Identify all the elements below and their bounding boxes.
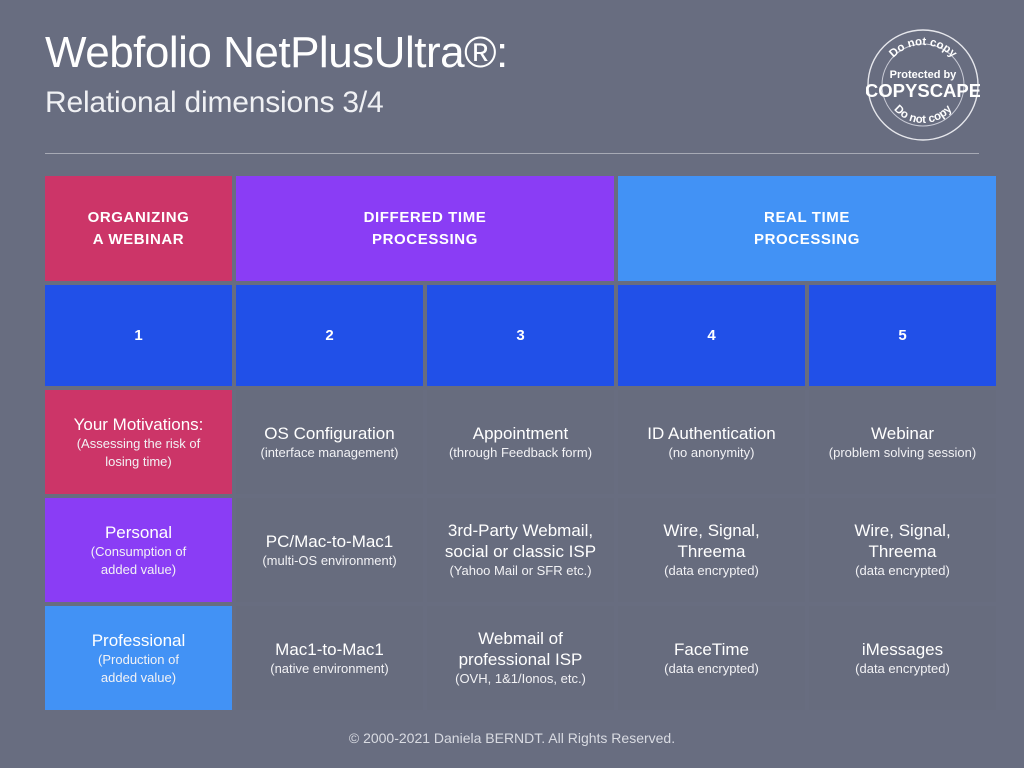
cell-main-2: social or classic ISP [444, 542, 597, 562]
header-line-1: ORGANIZING [87, 208, 190, 226]
table-header-differed-time-processing: DIFFERED TIME PROCESSING [236, 176, 614, 281]
row-label-sub-1: (Production of [98, 652, 179, 668]
cell-main-1: ID Authentication [647, 423, 776, 443]
row-label-sub-1: (Assessing the risk of [76, 436, 201, 452]
table-row: FaceTime (data encrypted) [618, 606, 805, 710]
table-header-real-time-processing: REAL TIME PROCESSING [618, 176, 996, 281]
relational-dimensions-table: ORGANIZING A WEBINAR DIFFERED TIME PROCE… [45, 176, 996, 710]
cell-main-1: Appointment [472, 423, 569, 443]
column-number-3: 3 [427, 285, 614, 386]
badge-top-arc-text: Do not copy [887, 36, 959, 61]
row-label-personal: Personal (Consumption of added value) [45, 498, 232, 602]
table-row: iMessages (data encrypted) [809, 606, 996, 710]
row-label-main: Personal [104, 523, 173, 543]
table-row: Webinar (problem solving session) [809, 390, 996, 494]
cell-sub-1: (data encrypted) [664, 563, 759, 579]
table-row: 3rd-Party Webmail, social or classic ISP… [427, 498, 614, 602]
table-header-organizing-a-webinar: ORGANIZING A WEBINAR [45, 176, 232, 281]
row-label-sub-2: losing time) [105, 453, 172, 469]
cell-main-1: 3rd-Party Webmail, [447, 521, 594, 541]
cell-sub-1: (Yahoo Mail or SFR etc.) [449, 563, 592, 579]
table-row: Wire, Signal, Threema (data encrypted) [809, 498, 996, 602]
svg-text:Do not copy: Do not copy [887, 36, 959, 61]
table-row: PC/Mac-to-Mac1 (multi-OS environment) [236, 498, 423, 602]
cell-main-1: Mac1-to-Mac1 [275, 639, 384, 659]
cell-sub-1: (through Feedback form) [448, 444, 593, 460]
cell-main-1: OS Configuration [264, 423, 395, 443]
cell-main-1: Wire, Signal, [854, 521, 951, 541]
cell-main-1: PC/Mac-to-Mac1 [265, 531, 394, 551]
table-row: Wire, Signal, Threema (data encrypted) [618, 498, 805, 602]
table-row: Mac1-to-Mac1 (native environment) [236, 606, 423, 710]
column-number-4: 4 [618, 285, 805, 386]
header-line-2: PROCESSING [753, 230, 861, 248]
table-row: ID Authentication (no anonymity) [618, 390, 805, 494]
row-label-your-motivations: Your Motivations: (Assessing the risk of… [45, 390, 232, 494]
svg-text:Do not copy: Do not copy [892, 103, 955, 126]
cell-main-1: Wire, Signal, [663, 521, 760, 541]
copyright-footer: © 2000-2021 Daniela BERNDT. All Rights R… [348, 730, 676, 746]
row-label-sub-1: (Consumption of [90, 544, 187, 560]
header: Webfolio NetPlusUltra®: Relational dimen… [45, 28, 979, 122]
copyscape-badge: Do not copy Do not copy Protected by COP… [866, 28, 980, 142]
column-number-1: 1 [45, 285, 232, 386]
badge-protected-by-text: Protected by [890, 69, 958, 81]
page-subtitle: Relational dimensions 3/4 [45, 86, 384, 120]
row-label-main: Your Motivations: [73, 415, 204, 435]
cell-sub-1: (interface management) [260, 444, 399, 460]
cell-sub-1: (multi-OS environment) [262, 552, 397, 568]
cell-sub-1: (native environment) [270, 660, 389, 676]
cell-main-1: Webmail of [478, 629, 563, 649]
header-divider [45, 153, 979, 154]
table-row: Webmail of professional ISP (OVH, 1&1/Io… [427, 606, 614, 710]
header-line-1: DIFFERED TIME [363, 208, 487, 226]
cell-sub-1: (problem solving session) [828, 444, 977, 460]
cell-main-1: iMessages [861, 639, 944, 659]
column-number-5: 5 [809, 285, 996, 386]
header-line-2: PROCESSING [371, 230, 479, 248]
header-line-2: A WEBINAR [92, 230, 185, 248]
cell-main-2: Threema [677, 542, 746, 562]
badge-bottom-arc-text: Do not copy [892, 103, 955, 126]
row-label-main: Professional [91, 631, 186, 651]
column-number-2: 2 [236, 285, 423, 386]
table-row: Appointment (through Feedback form) [427, 390, 614, 494]
cell-main-1: Webinar [871, 423, 934, 443]
cell-main-2: professional ISP [458, 650, 583, 670]
row-label-sub-2: added value) [100, 669, 177, 685]
header-line-1: REAL TIME [764, 208, 850, 226]
cell-main-2: Threema [868, 542, 937, 562]
cell-sub-1: (data encrypted) [855, 563, 950, 579]
badge-copyscape-text: COPYSCAPE [866, 80, 980, 101]
cell-sub-1: (data encrypted) [855, 660, 950, 676]
cell-sub-1: (no anonymity) [668, 444, 755, 460]
cell-main-1: FaceTime [674, 639, 749, 659]
cell-sub-1: (OVH, 1&1/Ionos, etc.) [455, 671, 586, 687]
table-row: OS Configuration (interface management) [236, 390, 423, 494]
row-label-sub-2: added value) [100, 561, 177, 577]
cell-sub-1: (data encrypted) [664, 660, 759, 676]
row-label-professional: Professional (Production of added value) [45, 606, 232, 710]
page-title: Webfolio NetPlusUltra®: [45, 28, 508, 77]
